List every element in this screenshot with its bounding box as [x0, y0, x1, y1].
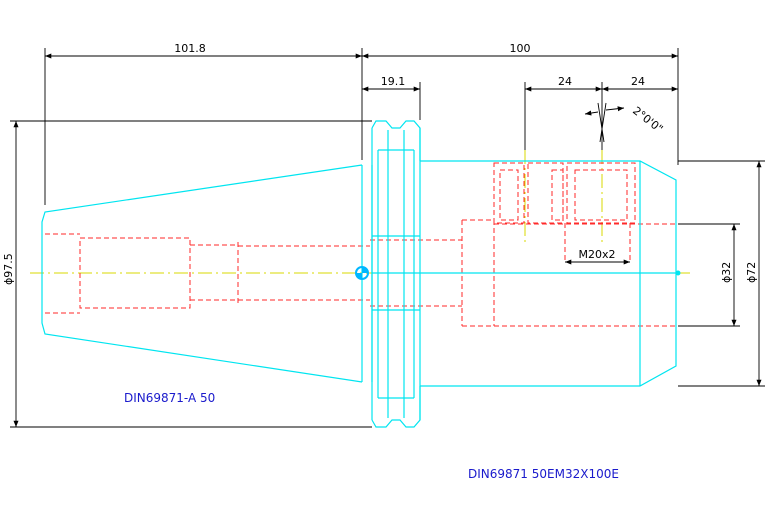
dimension-lines [10, 48, 765, 428]
taper-standard-label: DIN69871-A 50 [124, 391, 215, 405]
dim-angle: 2°0'0" [630, 104, 665, 136]
part-code-label: DIN69871 50EM32X100E [468, 467, 619, 481]
hidden-features [45, 162, 676, 327]
dim-slot-1: 24 [558, 75, 572, 88]
nose-point-icon [675, 270, 681, 276]
dim-bore-diameter: ϕ32 [720, 262, 733, 283]
dim-body-diameter: ϕ72 [745, 262, 758, 283]
dim-flange-diameter: ϕ97.5 [2, 253, 15, 285]
dim-flange-to-nose: 100 [510, 42, 531, 55]
dim-overall-taper-length: 101.8 [174, 42, 206, 55]
dim-flange-width: 19.1 [381, 75, 406, 88]
dim-slot-2: 24 [631, 75, 645, 88]
dim-thread: M20x2 [579, 248, 616, 261]
